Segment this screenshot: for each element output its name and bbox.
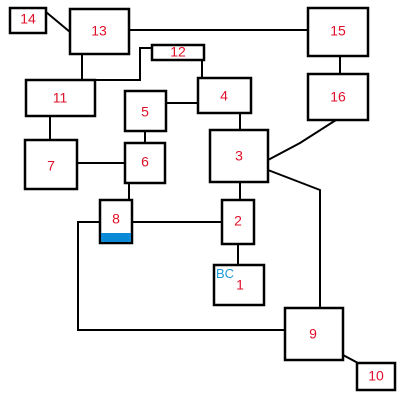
connector-lines <box>45 11 359 364</box>
box-9-label: 9 <box>309 326 317 342</box>
connector-14-13 <box>45 11 71 33</box>
box-7: 7 <box>23 138 79 191</box>
box-12-frame <box>150 43 206 62</box>
box-3-frame <box>208 128 270 184</box>
box-8-label: 8 <box>112 211 120 227</box>
box-7-label: 7 <box>47 158 55 174</box>
box-16-frame <box>306 72 370 122</box>
box-11-label: 11 <box>53 90 68 106</box>
box-5: 5 <box>123 89 168 133</box>
box-9: 9 <box>283 306 345 362</box>
box-5-frame <box>123 89 168 133</box>
connector-8-9 <box>77 221 285 331</box>
box-11: 11 <box>24 78 97 118</box>
box-6-label: 6 <box>141 154 149 170</box>
box-6: 6 <box>123 141 167 185</box>
box-2: 2 <box>220 198 256 246</box>
box-6-frame <box>123 141 167 185</box>
bc-label: BC <box>216 266 234 281</box>
box-10-frame <box>355 361 397 392</box>
box-14: 14 <box>8 6 48 35</box>
connector-3-9 <box>267 169 321 308</box>
box-4-frame <box>196 76 253 115</box>
box-11-frame <box>24 78 97 118</box>
box-2-label: 2 <box>234 213 242 229</box>
box-15-frame <box>306 6 370 58</box>
box-8-blue-bar <box>101 233 131 242</box>
box-12-label: 12 <box>170 44 186 60</box>
box-7-frame <box>23 138 79 191</box>
box-14-label: 14 <box>20 11 36 27</box>
box-1-frame <box>212 263 266 307</box>
box-5-label: 5 <box>141 104 149 120</box>
box-3: 3 <box>208 128 270 184</box>
box-3-label: 3 <box>235 148 243 164</box>
box-15: 15 <box>306 6 370 58</box>
diagram-boxes: 14 13 15 12 11 4 16 5 <box>8 6 397 392</box>
connector-3-16 <box>267 119 337 161</box>
box-1-label: 1 <box>236 277 244 293</box>
box-9-frame <box>283 306 345 362</box>
box-1: BC 1 <box>212 263 266 307</box>
connector-11-12 <box>95 47 152 81</box>
box-8: 8 <box>98 198 134 245</box>
box-13: 13 <box>68 7 131 56</box>
box-10-label: 10 <box>368 368 384 384</box>
box-4-label: 4 <box>220 88 228 104</box>
box-16-label: 16 <box>330 89 346 105</box>
box-10: 10 <box>355 361 397 392</box>
box-16: 16 <box>306 72 370 122</box>
box-12: 12 <box>150 43 206 62</box>
box-14-frame <box>8 6 48 35</box>
box-15-label: 15 <box>330 23 346 39</box>
connector-9-10 <box>342 354 359 364</box>
box-2-frame <box>220 198 256 246</box>
box-13-label: 13 <box>91 23 107 39</box>
box-13-frame <box>68 7 131 56</box>
box-4: 4 <box>196 76 253 115</box>
